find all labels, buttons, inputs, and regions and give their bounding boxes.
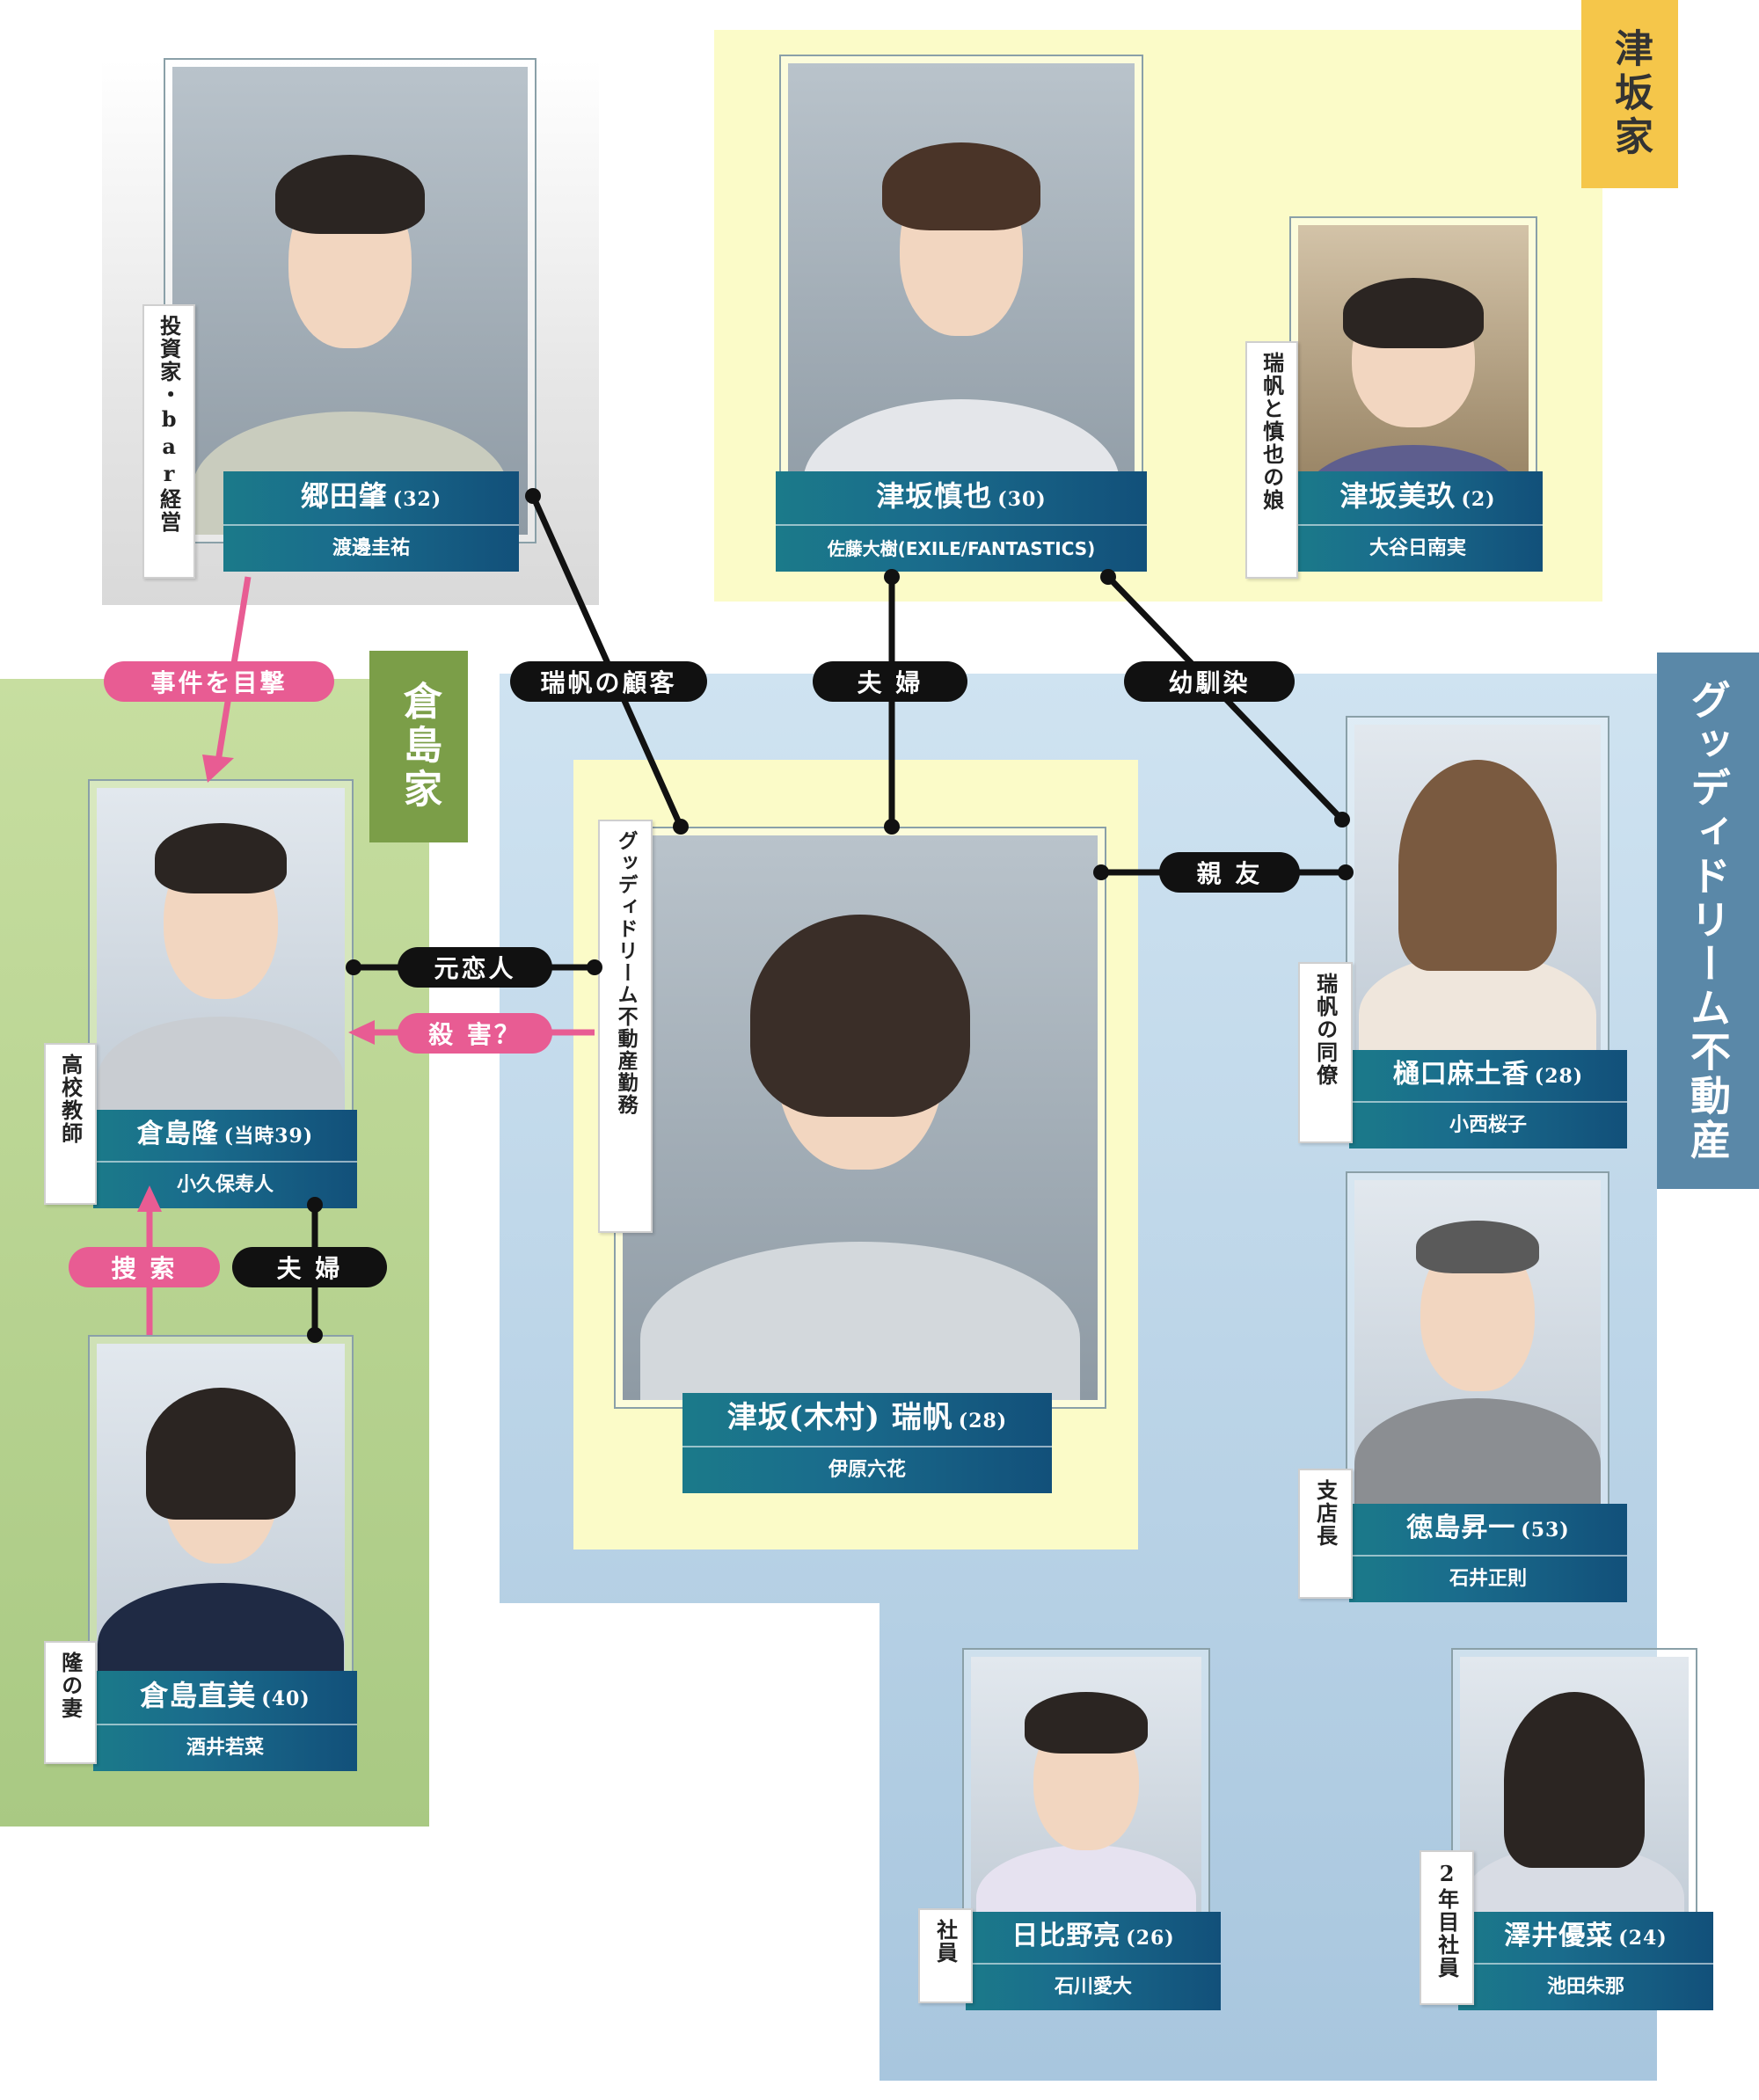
- role-naomi: 隆の妻: [44, 1641, 97, 1764]
- actor-mizuho: 伊原六花: [682, 1446, 1052, 1493]
- portrait-naomi: [88, 1335, 354, 1688]
- arrow-murder-head: [348, 1020, 375, 1045]
- age-shinya: (30): [997, 488, 1047, 511]
- actor-asaka: 小西桜子: [1349, 1101, 1627, 1148]
- relation-search: 捜 索: [69, 1247, 220, 1287]
- actor-miku: 大谷日南実: [1293, 524, 1543, 572]
- relation-couple: 夫 婦: [813, 661, 967, 702]
- relation-ex: 元恋人: [398, 947, 552, 988]
- relation-murder: 殺 害？: [398, 1013, 552, 1054]
- name-naomi: 倉島直美: [140, 1679, 257, 1712]
- nameplate-sawai: 澤井優菜(24) 池田朱那: [1458, 1912, 1713, 2010]
- dot-bestfriend-b: [1338, 864, 1354, 880]
- dot-couple2-b: [307, 1327, 323, 1343]
- role-miku: 瑞帆と慎也の娘: [1245, 341, 1298, 579]
- goodie-dream-label: グッディドリーム不動産: [1657, 653, 1759, 1189]
- dot-childhood-a: [1100, 569, 1116, 585]
- dot-client-b: [673, 819, 689, 835]
- age-tokushima: (53): [1521, 1519, 1570, 1542]
- kurashima-family-label: 倉島家: [369, 651, 468, 842]
- nameplate-asaka: 樋口麻土香(28) 小西桜子: [1349, 1050, 1627, 1148]
- name-shinya: 津坂慎也: [876, 479, 993, 513]
- dot-client-a: [525, 488, 541, 504]
- name-gouda: 郷田肇: [300, 479, 388, 513]
- arrow-witness-head: [202, 755, 234, 783]
- nameplate-hibino: 日比野亮(26) 石川愛大: [966, 1912, 1221, 2010]
- age-hibino: (26): [1126, 1927, 1175, 1950]
- portrait-asaka: [1346, 716, 1609, 1059]
- age-takashi: (当時39): [223, 1125, 314, 1148]
- nameplate-miku: 津坂美玖(2) 大谷日南実: [1293, 471, 1543, 572]
- age-mizuho: (28): [958, 1410, 1008, 1433]
- actor-naomi: 酒井若菜: [93, 1724, 357, 1771]
- portrait-mizuho: [614, 827, 1106, 1409]
- age-miku: (2): [1461, 488, 1496, 511]
- age-gouda: (32): [392, 488, 442, 511]
- dot-couple-b: [884, 819, 900, 835]
- role-gouda: 投資家・bar経営: [142, 304, 195, 579]
- relation-witness: 事件を目撃: [104, 661, 334, 702]
- actor-hibino: 石川愛大: [966, 1963, 1221, 2010]
- role-takashi: 高校教師: [44, 1043, 97, 1205]
- actor-gouda: 渡邊圭祐: [223, 524, 519, 572]
- relation-client: 瑞帆の顧客: [510, 661, 707, 702]
- nameplate-naomi: 倉島直美(40) 酒井若菜: [93, 1671, 357, 1771]
- dot-ex-a: [346, 959, 361, 975]
- dot-couple2-a: [307, 1197, 323, 1213]
- actor-sawai: 池田朱那: [1458, 1963, 1713, 2010]
- portrait-hibino: [962, 1648, 1210, 1933]
- name-miku: 津坂美玖: [1339, 479, 1456, 513]
- dot-bestfriend-a: [1093, 864, 1109, 880]
- name-takashi: 倉島隆: [136, 1119, 219, 1149]
- dot-ex-b: [587, 959, 602, 975]
- arrow-search-head: [137, 1185, 162, 1212]
- tsusaka-family-label: 津坂家: [1581, 0, 1678, 188]
- name-mizuho: 津坂(木村) 瑞帆: [726, 1400, 953, 1435]
- relation-childhood: 幼馴染: [1124, 661, 1295, 702]
- actor-shinya: 佐藤大樹(EXILE/FANTASTICS): [776, 524, 1147, 572]
- portrait-shinya: [779, 55, 1143, 540]
- portrait-tokushima: [1346, 1171, 1609, 1513]
- nameplate-takashi: 倉島隆(当時39) 小久保寿人: [93, 1110, 357, 1208]
- actor-takashi: 小久保寿人: [93, 1161, 357, 1208]
- role-sawai: 2年目社員: [1420, 1850, 1474, 2005]
- role-hibino: 社員: [918, 1908, 973, 2003]
- dot-couple-a: [884, 569, 900, 585]
- portrait-takashi: [88, 779, 354, 1122]
- age-naomi: (40): [261, 1688, 310, 1710]
- actor-tokushima: 石井正則: [1349, 1555, 1627, 1602]
- name-asaka: 樋口麻土香: [1392, 1059, 1529, 1090]
- age-sawai: (24): [1618, 1927, 1668, 1950]
- nameplate-gouda: 郷田肇(32) 渡邊圭祐: [223, 471, 519, 572]
- relation-couple2: 夫 婦: [232, 1247, 387, 1287]
- relation-bestfriend: 親 友: [1159, 852, 1300, 893]
- nameplate-mizuho: 津坂(木村) 瑞帆(28) 伊原六花: [682, 1393, 1052, 1493]
- role-mizuho: グッディドリーム不動産勤務: [598, 820, 653, 1233]
- name-tokushima: 徳島昇一: [1406, 1513, 1516, 1543]
- role-asaka: 瑞帆の同僚: [1298, 962, 1353, 1143]
- nameplate-shinya: 津坂慎也(30) 佐藤大樹(EXILE/FANTASTICS): [776, 471, 1147, 572]
- name-sawai: 澤井優菜: [1504, 1921, 1614, 1951]
- dot-childhood-b: [1334, 812, 1350, 828]
- name-hibino: 日比野亮: [1011, 1921, 1121, 1951]
- age-asaka: (28): [1534, 1065, 1584, 1088]
- portrait-sawai: [1451, 1648, 1697, 1933]
- nameplate-tokushima: 徳島昇一(53) 石井正則: [1349, 1504, 1627, 1602]
- role-tokushima: 支店長: [1298, 1469, 1353, 1599]
